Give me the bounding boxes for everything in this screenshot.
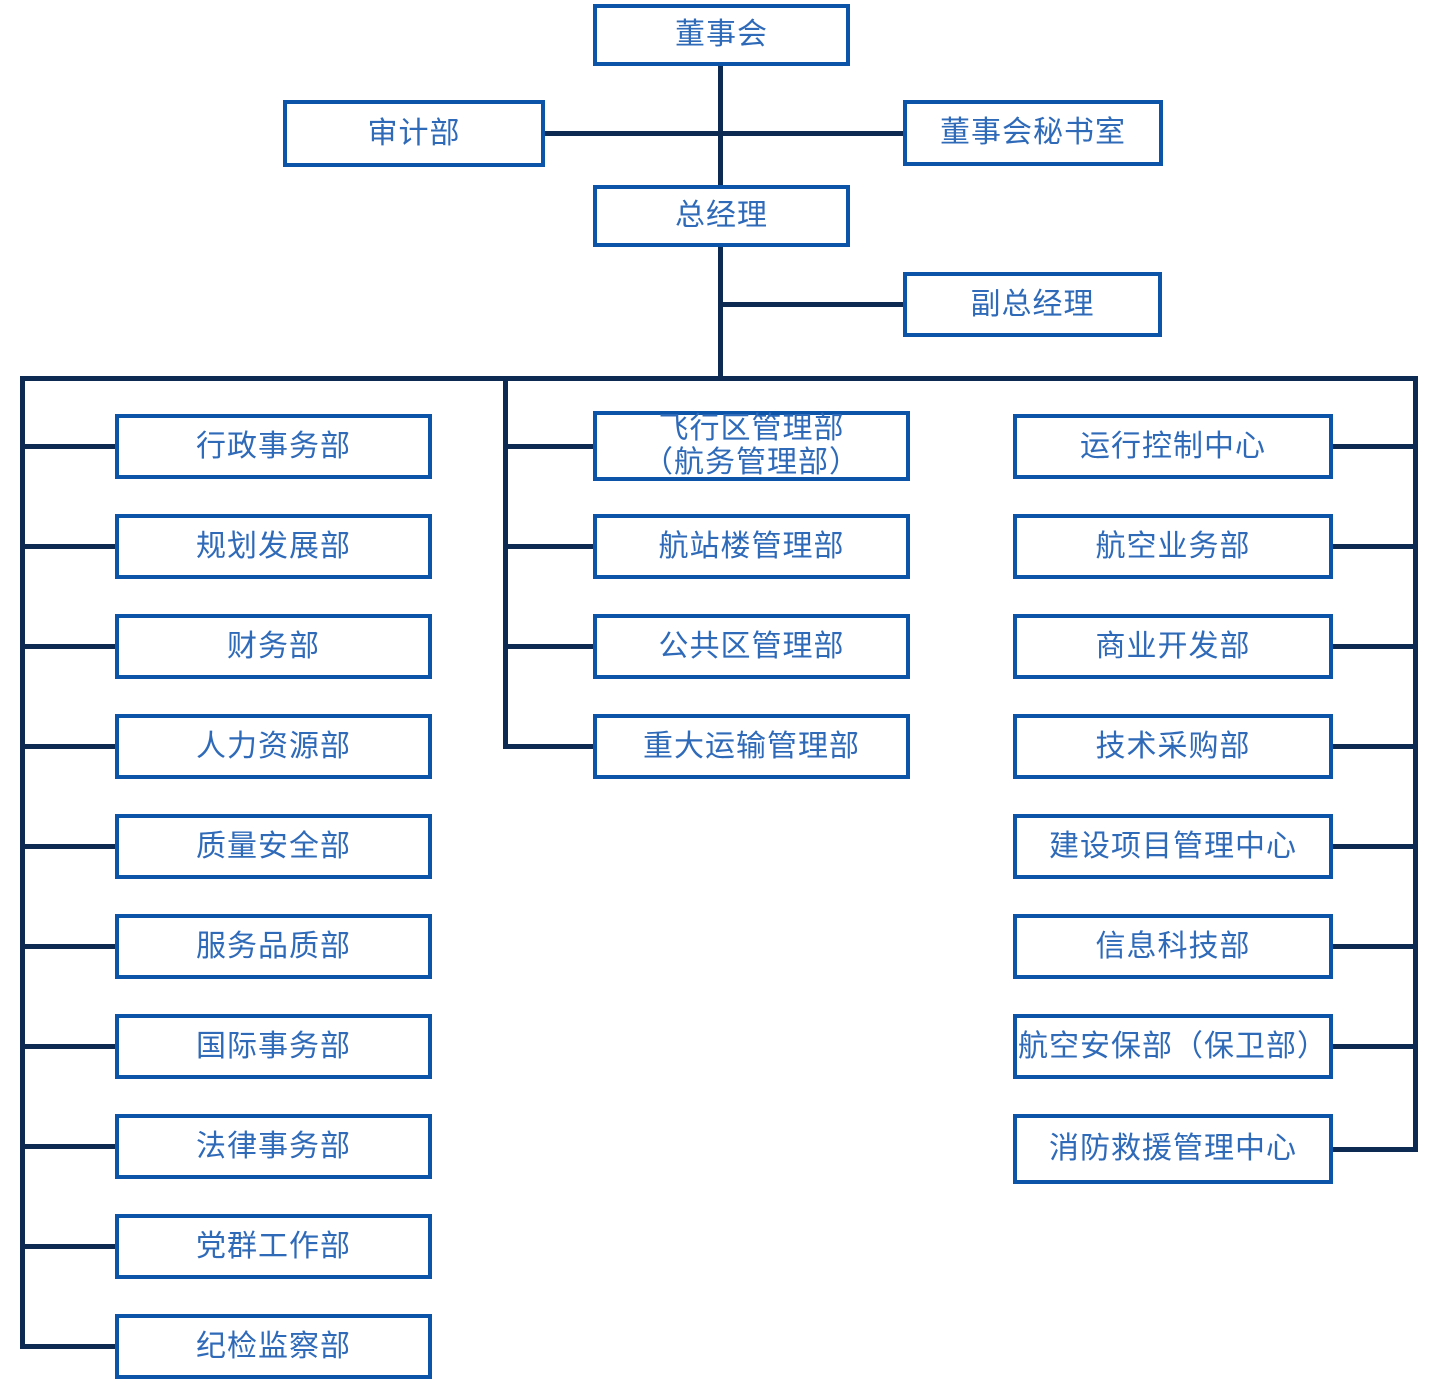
middle-stub-1 — [503, 544, 593, 549]
org-node-middle-0: 飞行区管理部 （航务管理部） — [593, 411, 910, 481]
connector-board-to-gm — [718, 66, 723, 185]
org-node-middle-2: 公共区管理部 — [593, 614, 910, 679]
left-stub-9 — [20, 1344, 115, 1349]
left-stub-1 — [20, 544, 115, 549]
left-stub-3 — [20, 744, 115, 749]
org-node-right-0: 运行控制中心 — [1013, 414, 1333, 479]
connector-gm-to-mainline — [718, 247, 723, 381]
left-column-spine — [20, 376, 25, 1349]
org-node-left-8: 党群工作部 — [115, 1214, 432, 1279]
org-node-left-2: 财务部 — [115, 614, 432, 679]
org-node-right-1: 航空业务部 — [1013, 514, 1333, 579]
org-node-middle-1: 航站楼管理部 — [593, 514, 910, 579]
org-node-right-7: 消防救援管理中心 — [1013, 1114, 1333, 1184]
right-stub-4 — [1333, 844, 1418, 849]
right-stub-6 — [1333, 1044, 1418, 1049]
org-node-deputy-general-manager: 副总经理 — [903, 272, 1162, 337]
org-node-left-9: 纪检监察部 — [115, 1314, 432, 1379]
org-node-general-manager: 总经理 — [593, 185, 850, 247]
org-node-right-5: 信息科技部 — [1013, 914, 1333, 979]
right-stub-3 — [1333, 744, 1418, 749]
right-stub-5 — [1333, 944, 1418, 949]
org-node-left-5: 服务品质部 — [115, 914, 432, 979]
left-stub-7 — [20, 1144, 115, 1149]
org-node-right-4: 建设项目管理中心 — [1013, 814, 1333, 879]
middle-stub-2 — [503, 644, 593, 649]
org-node-left-3: 人力资源部 — [115, 714, 432, 779]
org-node-right-2: 商业开发部 — [1013, 614, 1333, 679]
org-node-left-0: 行政事务部 — [115, 414, 432, 479]
right-stub-1 — [1333, 544, 1418, 549]
connector-deputy-stub — [718, 302, 905, 307]
org-node-board: 董事会 — [593, 4, 850, 66]
org-node-right-3: 技术采购部 — [1013, 714, 1333, 779]
org-node-audit: 审计部 — [283, 100, 545, 167]
org-node-left-1: 规划发展部 — [115, 514, 432, 579]
middle-stub-3 — [503, 744, 593, 749]
right-column-spine — [1413, 376, 1418, 1152]
connector-main-horizontal — [20, 376, 1418, 381]
left-stub-6 — [20, 1044, 115, 1049]
org-node-left-6: 国际事务部 — [115, 1014, 432, 1079]
right-stub-2 — [1333, 644, 1418, 649]
middle-stub-0 — [503, 444, 593, 449]
org-node-board-secretary: 董事会秘书室 — [903, 100, 1163, 166]
right-stub-0 — [1333, 444, 1418, 449]
left-stub-4 — [20, 844, 115, 849]
left-stub-2 — [20, 644, 115, 649]
org-node-left-7: 法律事务部 — [115, 1114, 432, 1179]
org-node-right-6: 航空安保部（保卫部） — [1013, 1014, 1333, 1079]
left-stub-5 — [20, 944, 115, 949]
org-node-left-4: 质量安全部 — [115, 814, 432, 879]
org-node-middle-3: 重大运输管理部 — [593, 714, 910, 779]
middle-column-spine — [503, 376, 508, 749]
left-stub-8 — [20, 1244, 115, 1249]
right-stub-7 — [1333, 1147, 1418, 1152]
connector-audit-secretary — [543, 131, 905, 136]
left-stub-0 — [20, 444, 115, 449]
